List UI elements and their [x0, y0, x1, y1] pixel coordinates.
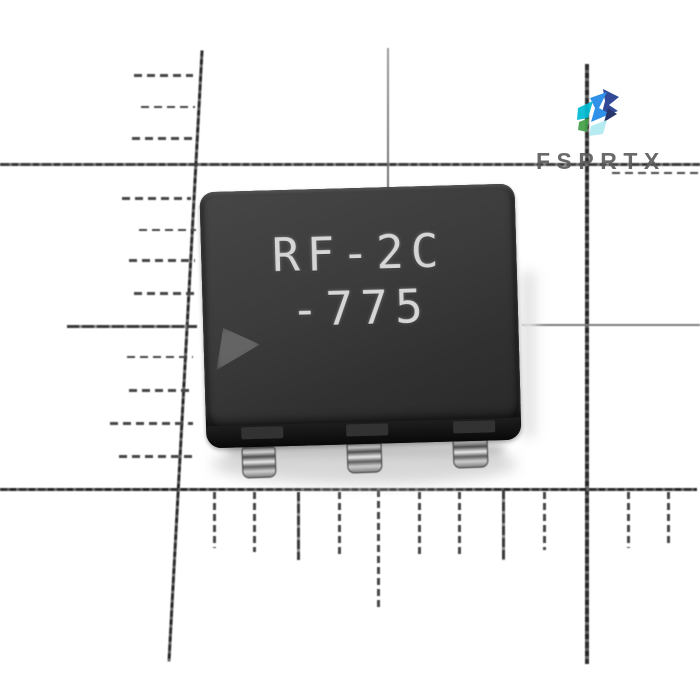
ruler-mark [0, 488, 697, 492]
lead-notch-1 [241, 426, 284, 440]
ruler-mark [418, 492, 421, 557]
ruler-mark [338, 492, 341, 555]
ruler-mark [141, 106, 195, 109]
component-lead-2 [346, 441, 383, 474]
ruler-mark [132, 137, 196, 140]
ruler-mark [387, 48, 389, 194]
brand-logo-icon [577, 89, 619, 136]
lead-notch-2 [346, 423, 389, 437]
component-marking: RF-2C -775 [199, 184, 518, 341]
ruler-mark [667, 492, 670, 545]
ruler-mark [139, 229, 196, 232]
ruler-mark [127, 356, 193, 359]
ruler-mark [502, 490, 505, 560]
component-marking-line1: RF-2C [271, 223, 447, 283]
ruler-mark [543, 492, 546, 550]
ruler-mark [134, 292, 196, 295]
component-side-shadow [520, 272, 536, 437]
ruler-mark [377, 490, 380, 607]
component-top-face: RF-2C -775 [199, 183, 521, 429]
ruler-mark [110, 422, 193, 425]
component-marking-line2: -775 [290, 279, 431, 337]
ruler-mark [122, 197, 191, 200]
lead-notch-3 [452, 420, 496, 434]
ruler-mark [0, 163, 700, 166]
ruler-mark [134, 74, 193, 77]
ruler-mark [119, 455, 196, 458]
component-body: RF-2C -775 [199, 183, 522, 449]
ruler-mark [522, 324, 700, 326]
ruler-mark [297, 492, 300, 560]
brand-text: FSPRTX [536, 148, 666, 174]
component-lead-1 [241, 446, 277, 479]
ruler-mark [458, 492, 461, 557]
ruler-mark [129, 389, 194, 392]
ruler-mark [129, 259, 195, 262]
ruler-mark [67, 325, 197, 328]
ruler-mark [612, 172, 698, 174]
ruler-mark [627, 492, 630, 548]
ruler-mark [213, 492, 216, 548]
ruler-mark [253, 492, 256, 552]
ruler-mark [585, 64, 589, 664]
